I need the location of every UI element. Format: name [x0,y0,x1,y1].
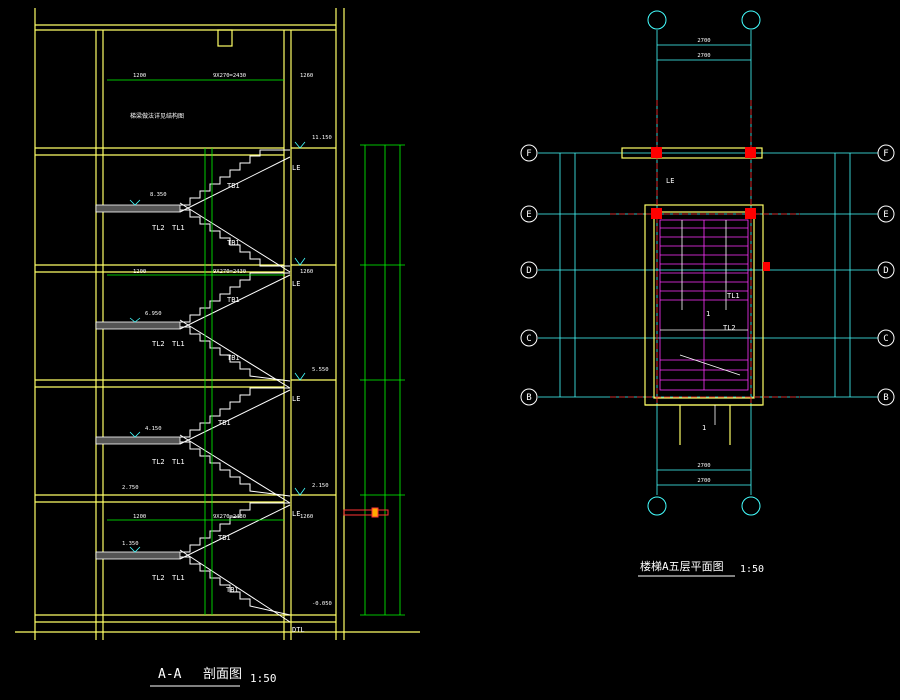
section-title-main: 剖面图 [203,667,242,682]
tl2-label: TL2 [152,340,165,348]
plan-title-main: 楼梯A五层平面图 [640,559,724,573]
le-label: LE [292,164,300,172]
section-drawing: TB1 TB1 TB1 TB1 TB1 TB1 TB1 TL2 TL1 TL2 … [15,8,420,687]
axis-label-c: C [883,334,888,344]
tl2-label: TL2 [152,458,165,466]
plan-red-lines [610,100,800,405]
section-walls [15,8,420,640]
section-title-scale: 1:50 [250,672,277,685]
axis-label-b: B [883,393,888,403]
tl1-label: TL1 [172,574,185,582]
dim-text: 2700 [697,478,710,484]
plan-drawing: F E D C B F E D C B [520,10,895,577]
dtl-label: DTL [292,626,305,634]
dim-text: 1200 [133,73,146,79]
dim-text: 9X270=2430 [213,73,246,79]
tb-label: TB1 [227,296,240,304]
tl2-label: TL2 [152,224,165,232]
dim-text: 9X270=2430 [213,269,246,275]
elevation-value: 11.150 [312,135,332,141]
tl1-label: TL1 [727,292,740,300]
axis-bubbles-top [647,10,761,516]
elevation-values: 11.150 8.350 6.950 5.550 4.150 2.750 2.1… [122,135,332,607]
section-title: A-A 剖面图 1:50 [150,667,277,687]
dim-text: 1200 [133,514,146,520]
section-labels: TB1 TB1 TB1 TB1 TB1 TB1 TB1 TL2 TL1 TL2 … [152,164,305,634]
tl2-label: TL2 [723,324,736,332]
section-mark: 1 [702,424,706,432]
dim-text: 2700 [697,463,710,469]
plan-dims: 2700 2700 2700 2700 [697,38,710,484]
landing-slabs [95,204,181,560]
tl1-label: TL1 [172,340,185,348]
section-beams [343,507,389,518]
stair-treads [659,219,749,391]
dim-text: 1260 [300,73,313,79]
section-note: 梯梁做法详见结构图 [130,112,184,120]
axis-label-e: E [883,210,888,220]
stair-outline [660,220,748,425]
tb-label: TB1 [227,354,240,362]
section-dimension-lines [107,79,405,616]
tl2-label: TL2 [152,574,165,582]
elevation-value: -0.050 [312,601,332,607]
section-top-dims: 1200 9X270=2430 1260 1200 9X270=2430 126… [133,73,313,520]
tb-label: TB1 [218,419,231,427]
axis-label-b: B [526,393,531,403]
axis-label-f: F [883,149,888,159]
plan-labels: LE TL1 TL2 1 1 [666,177,740,432]
dim-text: 1200 [133,269,146,275]
elevation-value: 2.150 [312,483,329,489]
section-mark: 1 [706,310,710,318]
axis-bubbles-side [520,144,895,406]
dim-text: 1260 [300,269,313,275]
tb-label: TB1 [227,182,240,190]
axis-label-d: D [526,266,531,276]
dim-text: 2700 [697,38,710,44]
le-label: LE [292,395,300,403]
section-title-prefix: A-A [158,667,182,682]
plan-columns [651,147,770,271]
axis-label-e: E [526,210,531,220]
dim-text: 2700 [697,53,710,59]
le-label: LE [666,177,674,185]
dim-text: 9X270=2430 [213,514,246,520]
elevation-marks [129,141,306,553]
elevation-value: 2.750 [122,485,139,491]
plan-title-scale: 1:50 [740,564,764,575]
stair-flights [179,149,291,623]
dim-text: 1260 [300,514,313,520]
tl1-label: TL1 [172,458,185,466]
tb-label: TB1 [218,534,231,542]
plan-title: 楼梯A五层平面图 1:50 [638,559,764,577]
elevation-value: 4.150 [145,426,162,432]
elevation-value: 1.350 [122,541,139,547]
axis-label-d: D [883,266,888,276]
le-label: LE [292,280,300,288]
axis-labels: F E D C B F E D C B [526,149,888,403]
tb-label: TB1 [226,586,239,594]
plan-walls [621,147,764,445]
le-label: LE [292,510,300,518]
grid-lines [538,30,880,495]
axis-label-c: C [526,334,531,344]
tl1-label: TL1 [172,224,185,232]
elevation-value: 6.950 [145,311,162,317]
elevation-value: 5.550 [312,367,329,373]
axis-label-f: F [526,149,531,159]
elevation-value: 8.350 [150,192,167,198]
tb-label: TB1 [227,239,240,247]
